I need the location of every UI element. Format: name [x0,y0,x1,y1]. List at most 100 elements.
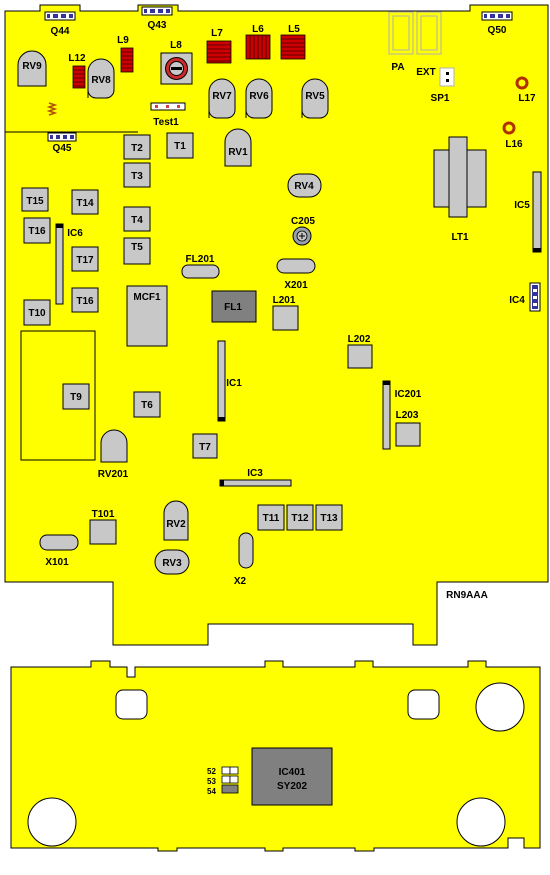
label-t17: T17 [76,255,94,266]
label-rv8: RV8 [91,75,111,86]
ic5-chip[interactable] [532,171,542,253]
transformer-t9[interactable] [62,383,90,410]
crystal-x101[interactable] [39,534,79,551]
inductor-l9[interactable] [120,47,134,73]
label-t10: T10 [28,308,46,319]
label-ic201: IC201 [395,389,422,400]
trimmer-rv6[interactable] [245,78,273,119]
label-test1: Test1 [153,117,179,128]
crystal-x2[interactable] [238,532,254,569]
pa-footprint[interactable] [388,11,442,55]
inductor-l202[interactable] [347,344,373,369]
transformer-t3[interactable] [123,162,151,188]
label-t16-upper: T16 [28,226,46,237]
crystal-x201[interactable] [276,258,316,274]
adjustable-inductor-l8[interactable] [160,52,193,85]
test-point-test1[interactable] [150,102,186,111]
inductor-l12[interactable] [72,65,86,89]
filter-fl1[interactable] [211,290,257,323]
label-t14: T14 [76,198,94,209]
label-sp1: SP1 [431,93,450,104]
label-l201: L201 [273,295,296,306]
connector-ic4[interactable] [529,282,541,312]
inductor-l6[interactable] [245,34,271,60]
pad-54[interactable] [221,784,239,794]
transformer-t6[interactable] [133,391,161,418]
inductor-l17[interactable] [515,76,529,90]
capacitor-c205[interactable] [292,226,312,246]
transformer-t2[interactable] [123,134,151,160]
inductor-l16[interactable] [502,121,516,135]
trimmer-rv2[interactable] [163,500,189,541]
pad-group-53[interactable] [221,775,239,784]
transformer-lt1[interactable] [433,136,487,218]
transformer-t16-upper[interactable] [23,217,51,244]
transformer-t13[interactable] [315,504,343,531]
transformer-t5[interactable] [123,237,151,265]
transformer-t101[interactable] [89,519,117,545]
label-fl1: FL1 [224,302,242,313]
label-l9: L9 [117,35,129,46]
transformer-t16-lower[interactable] [71,287,99,313]
ic6-chip[interactable] [55,223,64,305]
trimmer-rv201[interactable] [100,429,128,463]
ic1-chip[interactable] [217,340,226,422]
label-l17: L17 [518,93,536,104]
connector-q43[interactable] [141,6,173,16]
label-rv2: RV2 [166,519,186,530]
transformer-t17[interactable] [71,246,99,272]
label-rv5: RV5 [305,91,325,102]
label-rv7: RV7 [212,91,232,102]
label-ic6: IC6 [67,228,83,239]
ic201-pin1-marker [383,381,390,385]
spring-component [46,102,58,116]
ic5-pin1-marker [533,248,541,252]
bottom-hole-left [115,689,148,720]
inductor-l203[interactable] [395,422,421,447]
ic401-chip[interactable] [251,747,333,806]
filter-fl201[interactable] [181,264,220,279]
trimmer-rv9[interactable] [17,50,47,87]
trimmer-rv5[interactable] [301,78,329,119]
filter-mcf1[interactable] [126,285,168,347]
transformer-t1[interactable] [166,132,194,159]
label-pa: PA [391,62,404,73]
transformer-t7[interactable] [192,433,218,459]
label-q44: Q44 [51,26,70,37]
label-t101: T101 [92,509,115,520]
transformer-t15[interactable] [21,187,49,212]
label-l16: L16 [505,139,523,150]
label-q43: Q43 [148,20,167,31]
pad-group-52[interactable] [221,766,239,775]
label-l8: L8 [170,40,182,51]
transformer-t4[interactable] [123,206,151,232]
label-t9: T9 [70,392,82,403]
label-rv9: RV9 [22,61,42,72]
ic1-pin1-marker [218,417,225,421]
transformer-t10[interactable] [23,299,51,326]
inductor-l7[interactable] [206,40,232,64]
ic6-pin1-marker [56,224,63,228]
inductor-l5[interactable] [280,34,306,60]
connector-q50[interactable] [481,11,513,21]
trimmer-rv1[interactable] [224,128,252,167]
label-t6: T6 [141,400,153,411]
trimmer-rv7[interactable] [208,78,236,119]
jumper-sp1[interactable] [439,67,455,87]
trimmer-rv4[interactable] [287,173,322,198]
transformer-t14[interactable] [71,189,99,215]
trimmer-rv8[interactable] [87,58,115,99]
label-x201: X201 [284,280,308,291]
connector-q45[interactable] [47,132,77,142]
label-t4: T4 [131,215,143,226]
label-rv4: RV4 [294,181,314,192]
label-ic5: IC5 [514,200,530,211]
ic3-chip[interactable] [219,479,292,487]
inductor-l201[interactable] [272,305,299,331]
ic201-chip[interactable] [382,380,391,450]
transformer-t11[interactable] [257,504,285,531]
pad-label-53: 53 [207,777,216,786]
trimmer-rv3[interactable] [154,549,190,575]
transformer-t12[interactable] [286,504,314,531]
connector-q44[interactable] [44,11,76,21]
